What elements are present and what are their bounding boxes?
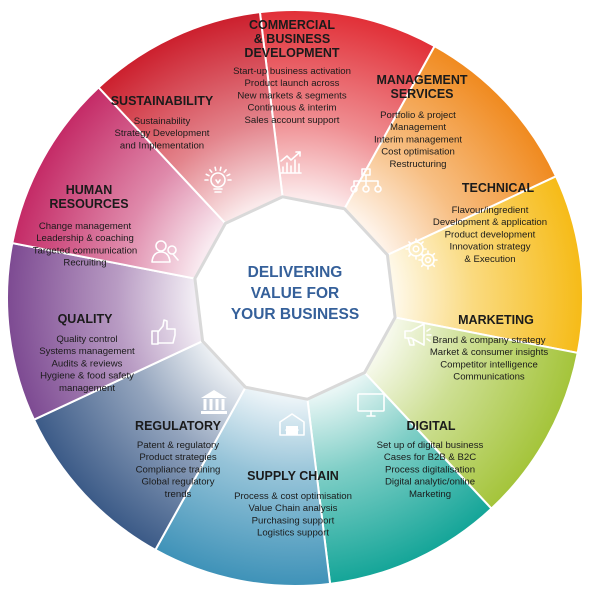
segment-title-line: HUMAN xyxy=(66,183,113,197)
segment-item: Restructuring xyxy=(389,159,446,170)
segment-title-line: DIGITAL xyxy=(406,419,455,433)
thumbs-up-icon xyxy=(151,319,176,345)
segment-item: Process digitalisation xyxy=(385,464,475,475)
org-chart-icon xyxy=(350,168,382,193)
segment-title-line: TECHNICAL xyxy=(462,181,535,195)
segment-item: trends xyxy=(165,489,192,500)
segment-item: Product launch across xyxy=(245,78,340,89)
segment-item: Patent & regulatory xyxy=(137,440,219,451)
lightbulb-icon xyxy=(204,166,232,193)
segment-item: Targeted communication xyxy=(33,245,138,256)
segment-title-line: REGULATORY xyxy=(135,419,222,433)
center-decagon xyxy=(193,195,397,401)
bank-icon xyxy=(201,390,227,414)
segment-item: Interim management xyxy=(374,134,462,145)
segment-item: and Implementation xyxy=(120,140,204,151)
segment-item: Purchasing support xyxy=(252,515,335,526)
gears-icon xyxy=(405,238,438,270)
segment-title-technical: TECHNICAL xyxy=(462,181,535,195)
segment-title-supply: SUPPLY CHAIN xyxy=(247,469,339,483)
segment-item: Management xyxy=(390,122,446,133)
segment-item: Strategy Development xyxy=(115,128,210,139)
segment-title-line: SUSTAINABILITY xyxy=(111,94,214,108)
segment-item: Development & application xyxy=(433,217,547,228)
segment-title-marketing: MARKETING xyxy=(458,313,534,327)
monitor-icon xyxy=(357,393,385,417)
segment-title-regulatory: REGULATORY xyxy=(135,419,222,433)
segment-item: Recruiting xyxy=(63,258,106,269)
center-title-line: VALUE FOR xyxy=(251,285,339,302)
megaphone-icon xyxy=(404,323,432,346)
segment-title-quality: QUALITY xyxy=(58,312,114,326)
segment-item: New markets & segments xyxy=(237,90,347,101)
segment-title-line: SUPPLY CHAIN xyxy=(247,469,339,483)
segment-item: Value Chain analysis xyxy=(249,503,338,514)
segment-item: Global regulatory xyxy=(141,477,214,488)
segment-item: Communications xyxy=(453,372,525,383)
segment-item: Start-up business activation xyxy=(233,66,351,77)
people-icon xyxy=(151,240,179,263)
segment-item: Systems management xyxy=(39,346,135,357)
segment-item: Leadership & coaching xyxy=(36,233,134,244)
center-title: DELIVERING VALUE FOR YOUR BUSINESS xyxy=(231,264,359,323)
segment-title-line: QUALITY xyxy=(58,312,114,326)
segment-item: Marketing xyxy=(409,489,451,500)
segment-item: Cases for B2B & B2C xyxy=(384,452,476,463)
segment-item: Process & cost optimisation xyxy=(234,491,352,502)
segment-title-line: RESOURCES xyxy=(49,197,128,211)
segment-title-line: MARKETING xyxy=(458,313,534,327)
segment-item: Product development xyxy=(445,229,536,240)
segment-item: Logistics support xyxy=(257,528,329,539)
segment-item: & Execution xyxy=(464,254,515,265)
segment-item: Flavour/ingredient xyxy=(452,205,529,216)
segment-item: Innovation strategy xyxy=(449,242,530,253)
segment-item: Sustainability xyxy=(134,116,191,127)
segment-item: Market & consumer insights xyxy=(430,347,549,358)
center-title-line: YOUR BUSINESS xyxy=(231,306,359,323)
segment-item: Product strategies xyxy=(139,452,217,463)
segment-item: Compliance training xyxy=(136,464,221,475)
segment-item: Change management xyxy=(39,221,132,232)
segment-item: Portfolio & project xyxy=(380,110,456,121)
segment-item: Audits & reviews xyxy=(52,358,123,369)
segment-item: Hygiene & food safety xyxy=(40,371,134,382)
segment-item: Brand & company strategy xyxy=(432,335,545,346)
segment-item: Sales account support xyxy=(245,115,340,126)
segment-item: Quality control xyxy=(56,334,117,345)
segment-title-line: & BUSINESS xyxy=(254,32,330,46)
segment-item: Digital analytic/online xyxy=(385,477,475,488)
segment-title-digital: DIGITAL xyxy=(406,419,455,433)
segment-title-line: DEVELOPMENT xyxy=(244,46,340,60)
warehouse-icon xyxy=(279,413,305,436)
line-chart-icon xyxy=(280,151,302,174)
segment-item: Cost optimisation xyxy=(381,147,455,158)
center-title-line: DELIVERING xyxy=(248,264,343,281)
segment-title-line: COMMERCIAL xyxy=(249,18,335,32)
segment-item: Continuous & interim xyxy=(247,103,336,114)
segment-title-line: SERVICES xyxy=(391,87,454,101)
segment-item: Set up of digital business xyxy=(377,440,484,451)
segment-title-line: MANAGEMENT xyxy=(377,73,468,87)
segment-item: Competitor intelligence xyxy=(440,359,538,370)
segment-title-sustainability: SUSTAINABILITY xyxy=(111,94,214,108)
segment-item: management xyxy=(59,383,115,394)
